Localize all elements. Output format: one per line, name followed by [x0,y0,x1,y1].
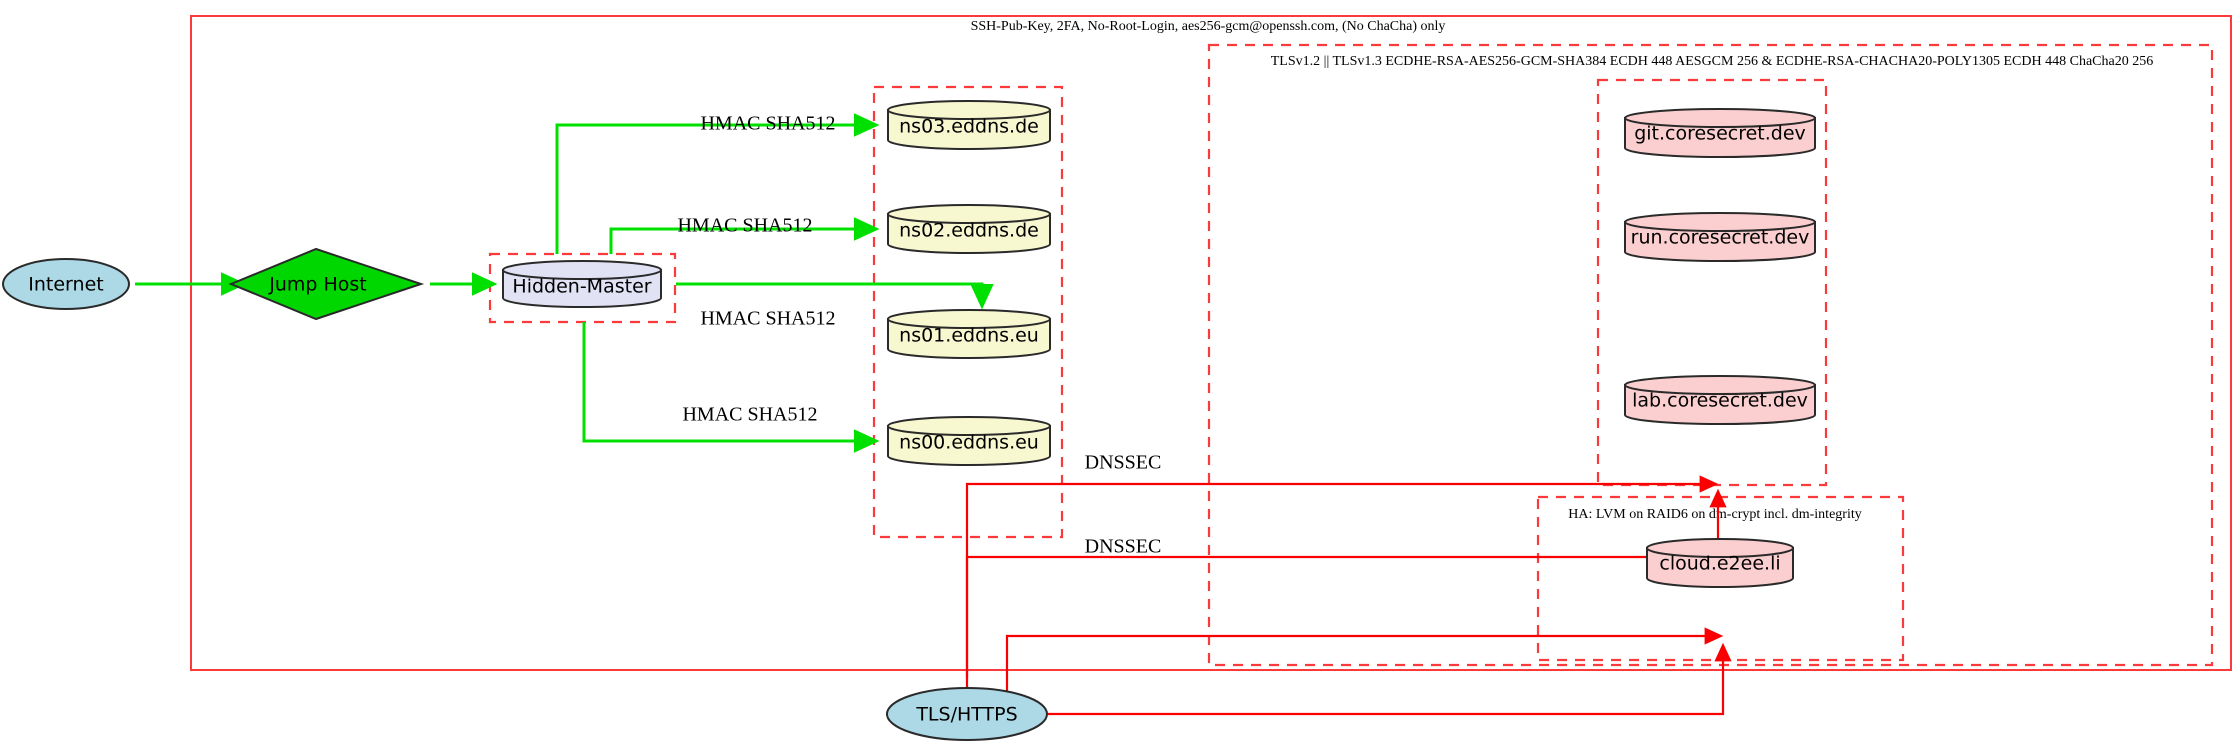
node-cloud-e2ee-label: cloud.e2ee.li [1659,553,1780,575]
node-git-coresecret[interactable]: git.coresecret.dev [1624,108,1816,158]
node-hidden-master-label: Hidden-Master [512,276,651,298]
node-ns00-label: ns00.eddns.eu [899,432,1039,454]
edge-label-dnssec-upper: DNSSEC [1085,452,1162,474]
edge-dnssec-lower [1005,627,1724,718]
cluster-tls-label: TLSv1.2 || TLSv1.3 ECDHE-RSA-AES256-GCM-… [1271,54,2153,69]
node-run-coresecret[interactable]: run.coresecret.dev [1624,212,1816,262]
edge-label-hmac-ns01: HMAC SHA512 [700,308,835,330]
node-ns00[interactable]: ns00.eddns.eu [887,416,1051,466]
cluster-dns-box [872,85,1064,539]
cluster-tls-box [1207,43,2214,667]
node-cloud-e2ee[interactable]: cloud.e2ee.li [1646,538,1794,588]
node-ns03-label: ns03.eddns.de [899,116,1039,138]
edge-label-dnssec-lower: DNSSEC [1085,536,1162,558]
node-ns01[interactable]: ns01.eddns.eu [887,309,1051,359]
edge-tls-upper-branch [965,488,1727,678]
edge-label-hmac-ns03: HMAC SHA512 [700,113,835,135]
node-internet[interactable]: Internet [2,258,130,310]
node-lab-coresecret-label: lab.coresecret.dev [1632,390,1808,412]
node-internet-label: Internet [28,274,103,296]
node-jumphost-label: Jump Host [268,274,367,296]
node-ns02-label: ns02.eddns.de [899,220,1039,242]
edge-tls-lower-branch [1041,642,1732,716]
node-lab-coresecret[interactable]: lab.coresecret.dev [1624,375,1816,425]
cluster-ha-label: HA: LVM on RAID6 on dm-crypt incl. dm-in… [1568,507,1861,522]
node-ns01-label: ns01.eddns.eu [899,325,1039,347]
edge-label-hmac-ns02: HMAC SHA512 [677,215,812,237]
node-tls-https-label: TLS/HTTPS [915,704,1017,726]
node-run-coresecret-label: run.coresecret.dev [1631,227,1810,249]
edge-hiddenmaster-to-ns03 [555,113,880,254]
edge-hiddenmaster-to-ns02 [609,217,880,254]
node-tls-https[interactable]: TLS/HTTPS [886,687,1048,741]
node-ns02[interactable]: ns02.eddns.de [887,204,1051,254]
node-jumphost[interactable]: Jump Host [228,247,425,321]
edge-label-hmac-ns00: HMAC SHA512 [682,404,817,426]
cluster-ssh-label: SSH-Pub-Key, 2FA, No-Root-Login, aes256-… [971,19,1446,34]
edge-hiddenmaster-to-ns00 [582,322,880,453]
node-git-coresecret-label: git.coresecret.dev [1634,123,1806,145]
node-ns03[interactable]: ns03.eddns.de [887,100,1051,150]
edge-hiddenmaster-to-ns01 [676,282,994,310]
cluster-ssh-box [190,15,2232,671]
node-hidden-master[interactable]: Hidden-Master [502,260,662,308]
